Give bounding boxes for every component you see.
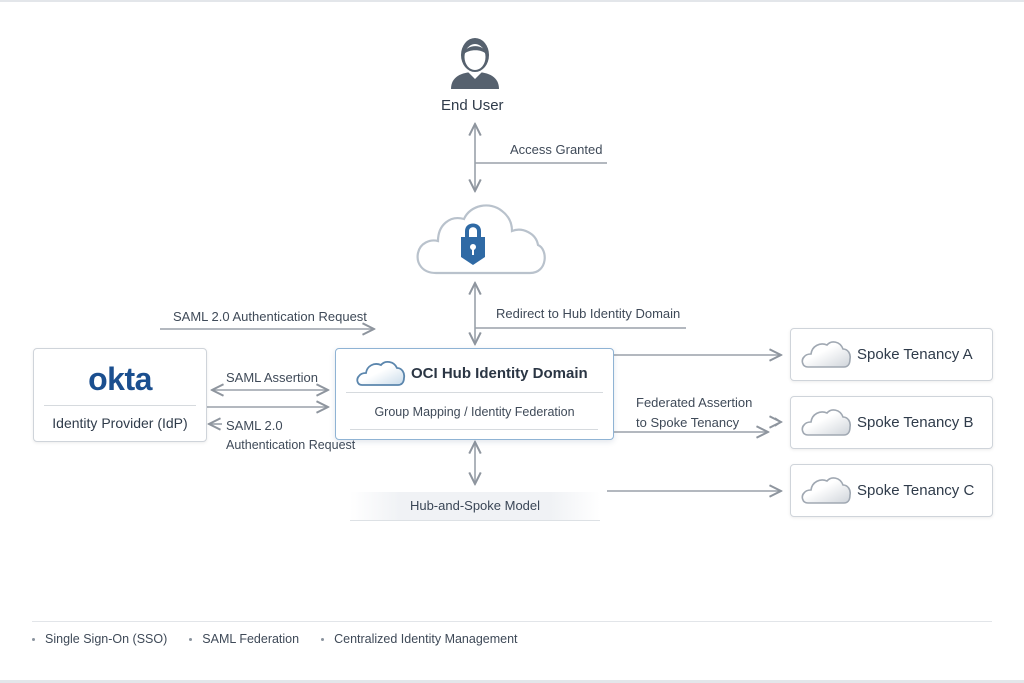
cloud-icon — [801, 339, 851, 369]
footer-item: Single Sign-On (SSO) — [32, 632, 167, 646]
federated-label-line2: to Spoke Tenancy — [636, 415, 740, 430]
hub-identity-domain-box[interactable]: OCI Hub Identity Domain Group Mapping / … — [335, 348, 614, 440]
spoke-label: Spoke Tenancy A — [857, 346, 973, 363]
footer-divider — [32, 621, 992, 622]
cloud-icon — [801, 407, 851, 437]
bullet-icon — [32, 637, 35, 641]
hub-divider-bottom — [350, 429, 598, 430]
federated-label-line1: Federated Assertion — [636, 395, 753, 410]
saml-request-top-label: SAML 2.0 Authentication Request — [173, 309, 367, 324]
hub-divider-top — [346, 392, 603, 393]
user-icon — [447, 35, 503, 91]
idp-divider — [44, 405, 196, 406]
access-granted-label: Access Granted — [510, 142, 603, 157]
hub-cloud-icon — [356, 359, 406, 387]
cloud-lock-icon — [414, 199, 548, 277]
hub-and-spoke-model-label: Hub-and-Spoke Model — [350, 492, 600, 521]
footer-feature-list: Single Sign-On (SSO) SAML Federation Cen… — [32, 632, 540, 646]
footer-item-label: Centralized Identity Management — [334, 632, 518, 646]
saml-request-bottom-line1: SAML 2.0 — [226, 418, 283, 433]
hub-subtitle: Group Mapping / Identity Federation — [374, 405, 575, 419]
end-user-label: End User — [441, 97, 504, 114]
cloud-icon — [801, 475, 851, 505]
bottom-border — [0, 680, 1024, 683]
spoke-tenancy-b[interactable]: Spoke Tenancy B — [790, 396, 993, 449]
footer-item: Centralized Identity Management — [321, 632, 518, 646]
spoke-label: Spoke Tenancy B — [857, 414, 974, 431]
idp-box[interactable]: okta Identity Provider (IdP) — [33, 348, 207, 442]
saml-assertion-label: SAML Assertion — [226, 370, 319, 385]
spoke-tenancy-c[interactable]: Spoke Tenancy C — [790, 464, 993, 517]
bullet-icon — [189, 637, 193, 641]
footer-item-label: SAML Federation — [202, 632, 300, 646]
okta-logo: okta — [88, 361, 152, 397]
footer-item-label: Single Sign-On (SSO) — [45, 632, 168, 646]
redirect-label: Redirect to Hub Identity Domain — [496, 306, 681, 321]
idp-label: Identity Provider (IdP) — [52, 415, 188, 431]
bullet-icon — [321, 637, 325, 641]
spoke-label: Spoke Tenancy C — [857, 482, 975, 499]
hub-title: OCI Hub Identity Domain — [411, 365, 588, 382]
spoke-b-chevron — [774, 417, 783, 427]
footer-item: SAML Federation — [189, 632, 299, 646]
spoke-tenancy-a[interactable]: Spoke Tenancy A — [790, 328, 993, 381]
top-border — [0, 0, 1024, 2]
saml-request-bottom-line2: Authentication Request — [226, 438, 356, 452]
